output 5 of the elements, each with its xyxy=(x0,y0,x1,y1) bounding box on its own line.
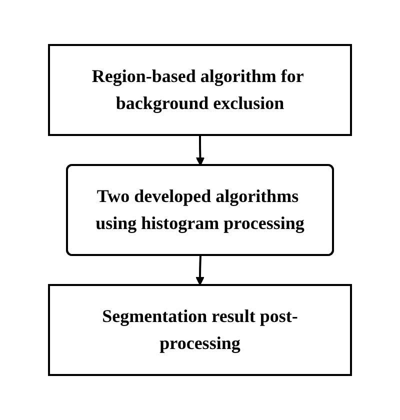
arrow xyxy=(196,135,205,166)
arrow xyxy=(196,255,204,286)
node-box: Segmentation result post-processing xyxy=(48,284,352,376)
node-text: Two developed algorithms using histogram processing xyxy=(96,186,304,233)
node-box: Region-based algorithm for background exclusion xyxy=(48,44,352,136)
